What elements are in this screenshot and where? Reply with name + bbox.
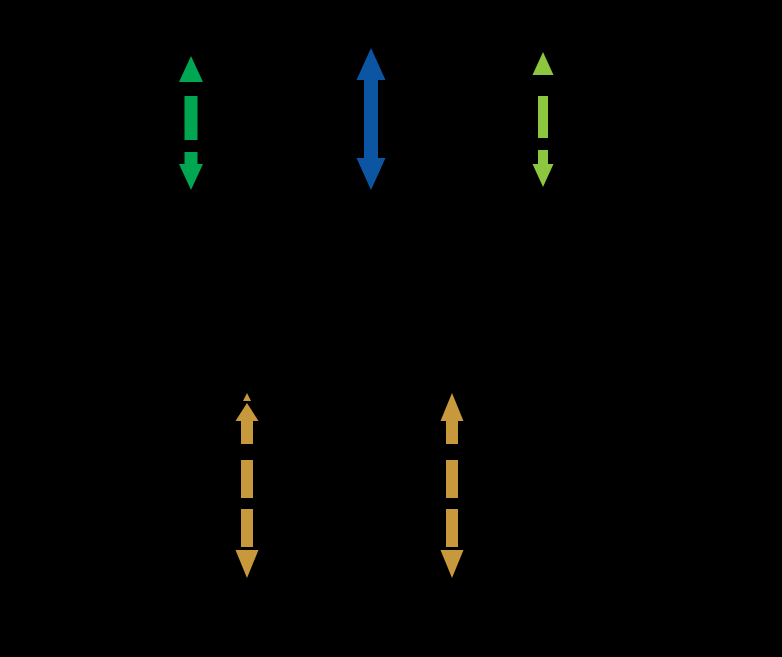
tan-left-shaft-dash-2 <box>241 509 253 547</box>
blue-down-arrowhead-icon <box>356 158 386 190</box>
tan-left-shaft-dash-1 <box>241 460 253 498</box>
tan-left-double-arrow[interactable] <box>235 393 259 578</box>
tan-right-shaft-stub <box>446 415 458 444</box>
light-green-down-arrowhead-icon <box>532 164 554 187</box>
blue-up-arrowhead-icon <box>356 48 386 80</box>
green-up-arrowhead-icon <box>179 56 203 82</box>
tan-left-up-arrowhead-icon <box>235 403 259 421</box>
tan-right-shaft-dash-1 <box>446 460 458 498</box>
light-green-double-arrow[interactable] <box>532 52 554 187</box>
tan-right-up-arrowhead-icon <box>440 393 464 421</box>
blue-shaft-solid <box>364 76 378 162</box>
light-green-up-arrowhead-icon <box>532 52 554 75</box>
tan-right-shaft-dash-2 <box>446 509 458 547</box>
tan-left-shaft-stub <box>241 418 253 444</box>
blue-double-arrow[interactable] <box>356 48 386 190</box>
green-shaft-dash <box>184 96 198 140</box>
green-double-arrow[interactable] <box>179 56 203 190</box>
green-down-arrowhead-icon <box>179 164 203 190</box>
light-green-shaft-dash <box>538 96 548 138</box>
tan-right-double-arrow[interactable] <box>440 393 464 578</box>
light-green-shaft-stub <box>538 150 548 166</box>
tan-left-down-arrowhead-icon <box>235 550 259 578</box>
tan-right-down-arrowhead-icon <box>440 550 464 578</box>
tan-left-top-tip-icon <box>243 393 251 401</box>
